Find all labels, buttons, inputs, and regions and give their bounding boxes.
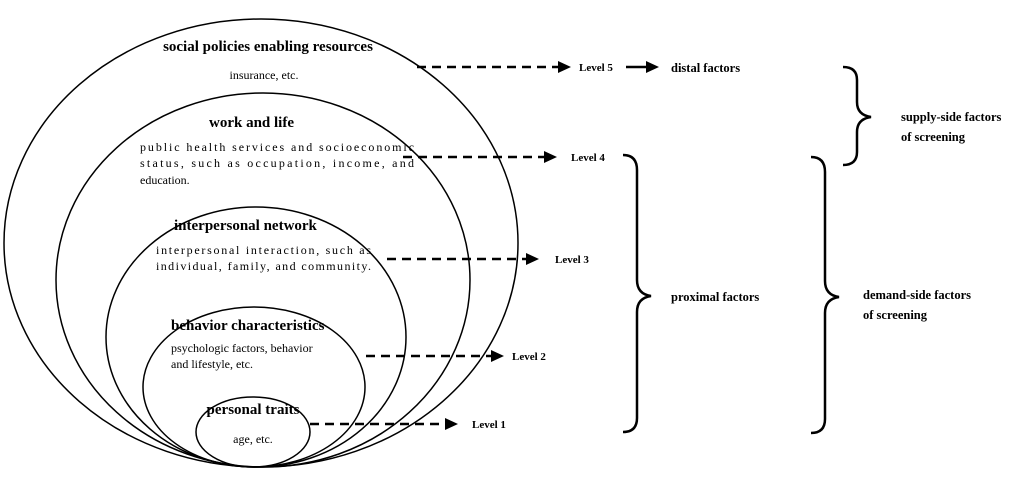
ring-5-title: social policies enabling resources xyxy=(163,39,373,55)
ring-1-line-1: age, etc. xyxy=(233,432,273,446)
demand-side-label-line-1: demand-side factors xyxy=(863,288,971,302)
nested-rings xyxy=(3,18,519,468)
supply-side-label-line-2: of screening xyxy=(901,130,966,144)
ring-5-line-1: insurance, etc. xyxy=(230,68,299,82)
ring-2-line-2: and lifestyle, etc. xyxy=(171,357,253,371)
ring-5-text: social policies enabling resources insur… xyxy=(163,39,373,82)
ring-3-text: interpersonal network interpersonal inte… xyxy=(156,218,371,273)
level-5-label: Level 5 xyxy=(579,62,613,74)
level-4-label: Level 4 xyxy=(571,152,605,164)
ring-3-title: interpersonal network xyxy=(174,218,318,234)
ring-1-text: personal traits age, etc. xyxy=(207,402,300,446)
level-5-connector: Level 5 distal factors xyxy=(417,61,740,75)
level-4-connector: Level 4 xyxy=(403,151,605,164)
ring-3-line-1: interpersonal interaction, such as xyxy=(156,243,371,257)
demand-side-brace: demand-side factors of screening xyxy=(810,155,971,435)
distal-factors-label: distal factors xyxy=(671,61,740,75)
level-2-label: Level 2 xyxy=(512,351,546,363)
demand-side-label-line-2: of screening xyxy=(863,308,928,322)
proximal-brace: proximal factors xyxy=(622,153,759,434)
ring-1-title: personal traits xyxy=(207,402,300,418)
ring-level-1 xyxy=(195,396,311,468)
ring-4-line-3: education. xyxy=(140,173,190,187)
level-3-connector: Level 3 xyxy=(387,253,589,266)
ring-3-line-2: individual, family, and community. xyxy=(156,259,371,273)
proximal-factors-label: proximal factors xyxy=(671,290,759,304)
level-1-label: Level 1 xyxy=(472,419,506,431)
level-2-connector: Level 2 xyxy=(366,350,546,363)
ring-2-line-1: psychologic factors, behavior xyxy=(171,341,313,355)
ring-2-title: behavior characteristics xyxy=(171,318,325,334)
supply-side-brace: supply-side factors of screening xyxy=(842,65,1001,167)
ring-4-text: work and life public health services and… xyxy=(140,115,414,187)
level-1-connector: Level 1 xyxy=(310,418,506,431)
ring-4-line-2: status, such as occupation, income, and xyxy=(140,156,414,170)
ring-4-title: work and life xyxy=(209,115,294,131)
ring-4-line-1: public health services and socioeconomic xyxy=(140,140,414,154)
supply-side-label-line-1: supply-side factors xyxy=(901,110,1001,124)
level-3-label: Level 3 xyxy=(555,254,589,266)
ring-2-text: behavior characteristics psychologic fac… xyxy=(171,318,325,371)
